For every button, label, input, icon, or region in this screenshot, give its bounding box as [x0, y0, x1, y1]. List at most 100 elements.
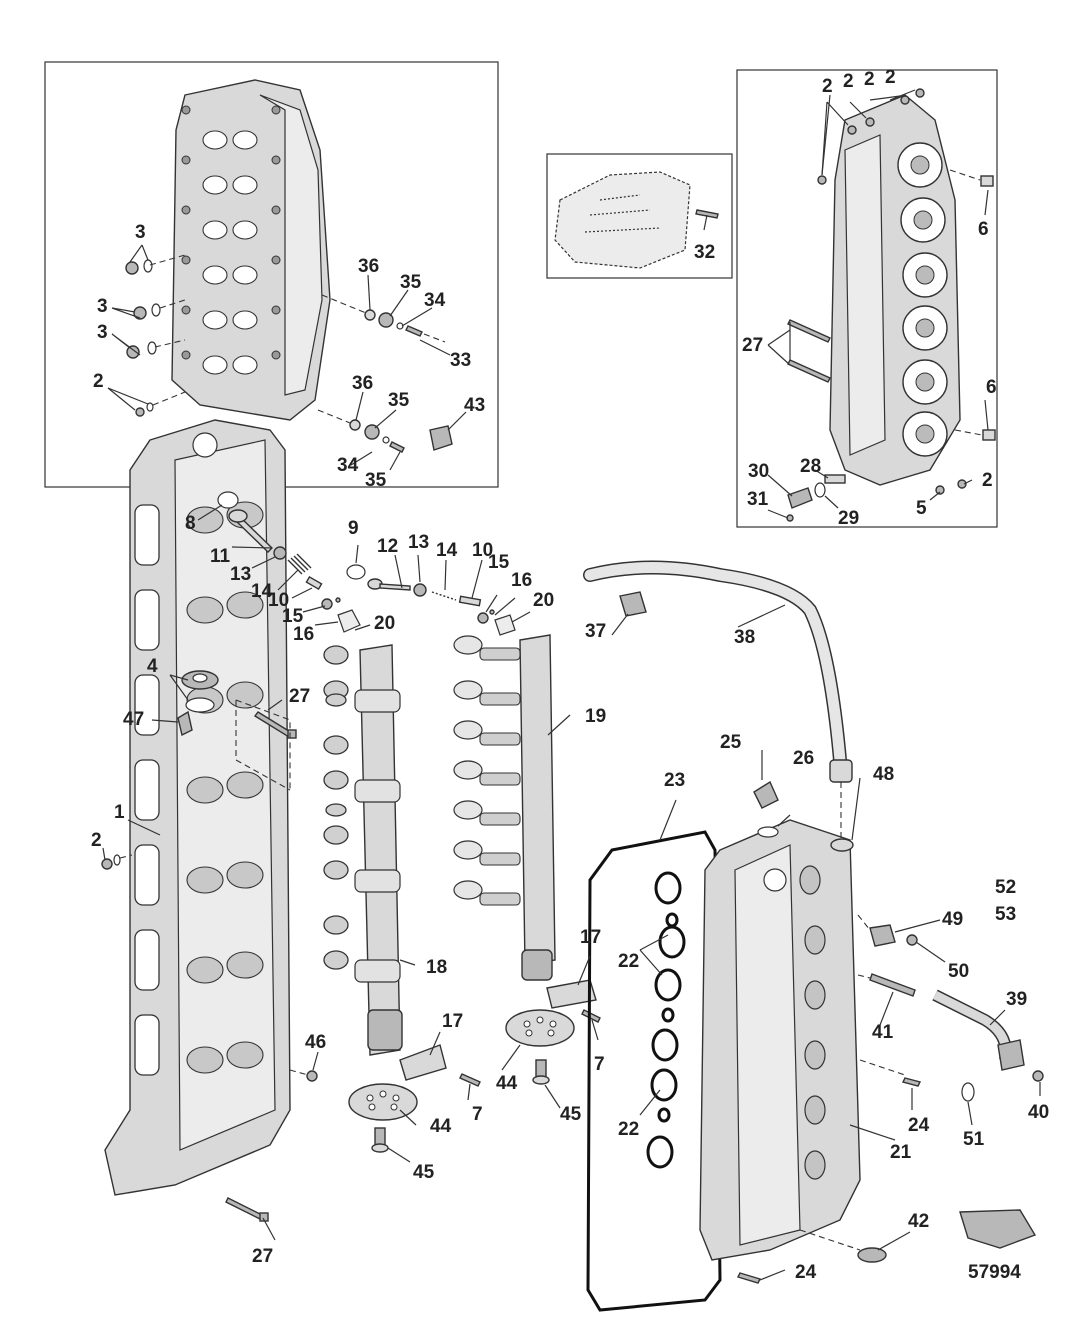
leader-lines [102, 94, 1041, 1281]
callout-2: 2 [822, 76, 833, 97]
valve-train-exploded [217, 491, 516, 636]
valve-cover-21 [699, 819, 861, 1261]
callout-1: 1 [114, 802, 125, 823]
callout-3: 3 [135, 222, 146, 243]
callout-13: 13 [230, 564, 251, 585]
cover-30-31-inset3 [786, 474, 967, 522]
callout-10: 10 [268, 590, 289, 611]
callout-9: 9 [348, 518, 359, 539]
callout-18: 18 [426, 957, 447, 978]
callout-2: 2 [885, 67, 896, 88]
bolt-27-upper [235, 699, 297, 791]
callout-17: 17 [442, 1011, 463, 1032]
callout-6: 6 [986, 377, 997, 398]
callout-6: 6 [978, 219, 989, 240]
callout-labels: 3 3 3 2 36 35 34 33 36 35 34 35 43 32 2 … [91, 67, 1049, 1283]
callout-45: 45 [560, 1104, 582, 1125]
callout-10: 10 [472, 540, 493, 561]
plug-51 [961, 1082, 975, 1102]
callout-22: 22 [618, 1119, 639, 1140]
dowel-6 [949, 169, 996, 441]
callout-27: 27 [742, 335, 763, 356]
callout-17: 17 [580, 927, 601, 948]
cam-caps-17 [399, 979, 597, 1081]
callout-2: 2 [982, 470, 993, 491]
breather-hose-38 [583, 560, 853, 840]
callout-47: 47 [123, 709, 144, 730]
callout-34: 34 [337, 455, 359, 476]
callout-3: 3 [97, 322, 108, 343]
callout-29: 29 [838, 508, 859, 529]
callout-8: 8 [185, 513, 196, 534]
clip-47 [177, 710, 193, 737]
plug-set-3 [125, 254, 186, 359]
sensor-49-bolt-50 [857, 914, 918, 947]
sensor-stack-upper [321, 294, 446, 343]
sensor-41-hose-39 [857, 973, 1044, 1082]
callout-16: 16 [511, 570, 532, 591]
bolt-2-inset1 [135, 391, 186, 417]
callout-27: 27 [289, 686, 310, 707]
callout-35: 35 [365, 470, 387, 491]
seals-22 [646, 871, 686, 1169]
callout-20: 20 [533, 590, 554, 611]
callout-52: 52 [995, 877, 1016, 898]
callout-26: 26 [793, 748, 814, 769]
figure-number: 57994 [968, 1262, 1021, 1283]
callout-15: 15 [488, 552, 510, 573]
clamp-48 [830, 838, 854, 852]
callout-39: 39 [1006, 989, 1027, 1010]
callout-2: 2 [93, 371, 104, 392]
callout-46: 46 [305, 1032, 326, 1053]
callout-2: 2 [91, 830, 102, 851]
bolts-27-inset3 [787, 319, 831, 383]
callout-27: 27 [252, 1246, 273, 1267]
fitting-43 [429, 425, 453, 451]
callout-35: 35 [388, 390, 410, 411]
callout-2: 2 [843, 71, 854, 92]
intake-camshaft-19 [453, 634, 556, 981]
bolts-24 [737, 1059, 922, 1284]
callout-19: 19 [585, 706, 606, 727]
callout-11: 11 [210, 546, 231, 567]
callout-7: 7 [472, 1104, 483, 1125]
callout-33: 33 [450, 350, 471, 371]
callout-37: 37 [585, 621, 606, 642]
cap-25-seal-26 [753, 780, 779, 838]
callout-24: 24 [795, 1262, 817, 1283]
callout-45: 45 [413, 1162, 435, 1183]
sprockets-44 [348, 1009, 575, 1121]
cylinder-head-rear-view [171, 79, 331, 421]
callout-32: 32 [694, 242, 715, 263]
callout-21: 21 [890, 1142, 912, 1163]
callout-48: 48 [873, 764, 894, 785]
callout-4: 4 [147, 656, 158, 677]
inset-frame-cylinder-head-face [736, 69, 998, 528]
callout-14: 14 [251, 581, 273, 602]
callout-35: 35 [400, 272, 422, 293]
callout-15: 15 [282, 606, 304, 627]
callout-2: 2 [864, 69, 875, 90]
callout-20: 20 [374, 613, 395, 634]
callout-7: 7 [594, 1054, 605, 1075]
callout-42: 42 [908, 1211, 929, 1232]
callout-14: 14 [436, 540, 458, 561]
callout-13: 13 [408, 532, 429, 553]
callout-44: 44 [430, 1116, 452, 1137]
engine-locator-view [554, 171, 719, 269]
callout-31: 31 [747, 489, 769, 510]
callout-16: 16 [293, 624, 314, 645]
gasket-23 [586, 830, 722, 1312]
callout-36: 36 [358, 256, 379, 277]
callout-25: 25 [720, 732, 742, 753]
cylinder-head-face-view [829, 94, 961, 486]
bolts-2-inset3 [817, 88, 925, 185]
callout-44: 44 [496, 1073, 518, 1094]
callout-49: 49 [942, 909, 963, 930]
callout-43: 43 [464, 395, 485, 416]
callout-53: 53 [995, 904, 1016, 925]
callout-22: 22 [618, 951, 639, 972]
callout-36: 36 [352, 373, 373, 394]
exhaust-camshaft-18 [323, 644, 403, 1056]
boat-icon [959, 1209, 1037, 1249]
